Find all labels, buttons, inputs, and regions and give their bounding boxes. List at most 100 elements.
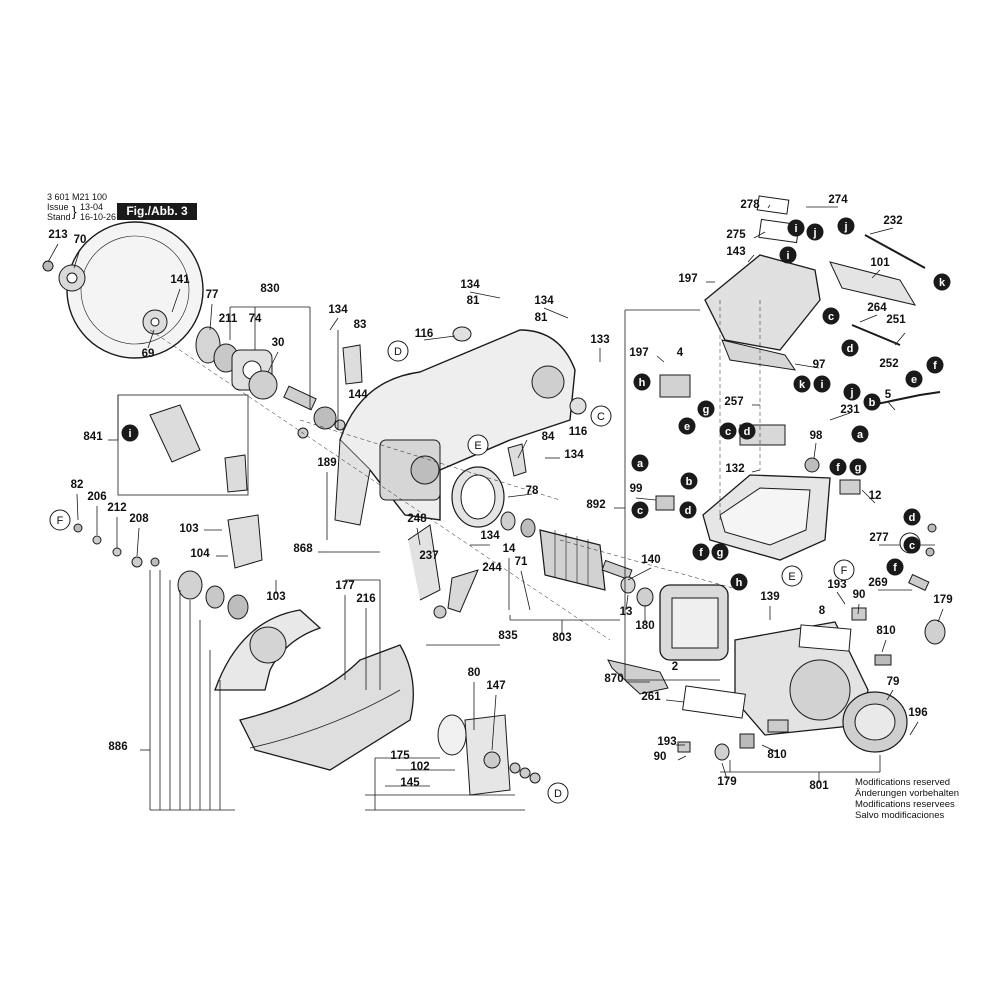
part-label-90: 90 (853, 589, 866, 601)
leader-line (469, 291, 501, 299)
part-label-179: 179 (717, 776, 736, 788)
svg-text:g: g (717, 547, 724, 559)
leader-line (909, 721, 919, 736)
leader-line (267, 351, 279, 373)
ref-circle-f: F (833, 559, 855, 581)
label-261 (682, 685, 746, 719)
leader-line (517, 439, 528, 459)
part-label-99: 99 (630, 483, 643, 495)
part-label-179: 179 (933, 594, 952, 606)
leader-line (677, 755, 687, 761)
switch-assembly-841-frame (117, 394, 249, 496)
connector-marker-i: i (779, 246, 797, 264)
connector-marker-d: d (841, 339, 859, 357)
part-label-197: 197 (678, 273, 697, 285)
part-label-810: 810 (876, 625, 895, 637)
svg-text:e: e (684, 421, 690, 433)
svg-text:j: j (843, 221, 847, 233)
connector-marker-k: k (793, 375, 811, 393)
leader-lines (47, 204, 944, 811)
part-label-104: 104 (190, 548, 210, 560)
ref-circle-d: D (547, 782, 569, 804)
connector-marker-f: f (926, 356, 944, 374)
part-label-134: 134 (328, 304, 348, 316)
issue-label: Issue (47, 202, 69, 212)
ref-circle-e: E (781, 565, 803, 587)
leader-line (76, 493, 79, 521)
part-label-232: 232 (883, 215, 902, 227)
leader-line (813, 442, 817, 459)
part-label-212: 212 (107, 502, 126, 514)
part-label-71: 71 (515, 556, 528, 568)
note-es: Salvo modificaciones (855, 810, 945, 821)
svg-text:i: i (128, 428, 131, 440)
part-label-841: 841 (83, 431, 103, 443)
stand-label: Stand (47, 212, 71, 222)
connector-marker-d: d (903, 508, 921, 526)
part-label-83: 83 (354, 319, 367, 331)
leader-line (761, 744, 778, 753)
part-label-277: 277 (869, 532, 888, 544)
part-180 (636, 587, 654, 607)
part-label-79: 79 (887, 676, 900, 688)
leader-line (520, 570, 531, 611)
part-label-2: 2 (672, 661, 678, 673)
connector-marker-j: j (843, 383, 861, 401)
leader-line (507, 493, 533, 498)
part-label-69: 69 (142, 348, 155, 360)
leader-line (829, 412, 851, 421)
connector-marker-f: f (829, 458, 847, 476)
part-label-208: 208 (129, 513, 149, 525)
connector-marker-b: b (863, 393, 881, 411)
part-label-132: 132 (725, 463, 744, 475)
connector-marker-g: g (711, 543, 729, 561)
connector-marker-f: f (886, 558, 904, 576)
leader-line (836, 591, 846, 605)
part-label-175: 175 (390, 750, 410, 762)
label-8 (798, 624, 852, 652)
part-label-90: 90 (654, 751, 667, 763)
part-label-264: 264 (867, 302, 887, 314)
part-label-231: 231 (840, 404, 860, 416)
leader-line (543, 307, 569, 319)
brace-glyph: } (72, 203, 77, 219)
leader-line (937, 608, 944, 623)
svg-text:k: k (799, 379, 806, 391)
svg-text:d: d (744, 426, 751, 438)
svg-text:e: e (911, 374, 917, 386)
connector-marker-g: g (697, 400, 715, 418)
leader-line (171, 288, 181, 313)
part-label-82: 82 (71, 479, 84, 491)
leader-line (894, 332, 906, 346)
connector-marker-b: b (680, 472, 698, 490)
svg-text:d: d (685, 505, 692, 517)
part-label-13: 13 (620, 606, 633, 618)
ref-circle-d: D (387, 340, 409, 362)
part-98 (804, 457, 820, 473)
part-label-134: 134 (534, 295, 554, 307)
svg-text:c: c (725, 426, 731, 438)
part-label-803: 803 (552, 632, 571, 644)
leader-line (747, 254, 755, 263)
svg-text:j: j (849, 387, 853, 399)
part-label-145: 145 (400, 777, 420, 789)
leader-line (871, 269, 881, 279)
svg-text:h: h (736, 577, 743, 589)
connector-marker-c: c (719, 422, 737, 440)
note-fr: Modifications reservees (855, 799, 955, 810)
alignment-dash-line (299, 419, 561, 501)
part-label-5: 5 (885, 389, 892, 401)
svg-text:b: b (686, 476, 693, 488)
part-label-251: 251 (886, 314, 906, 326)
part-label-134: 134 (564, 449, 584, 461)
part-label-134: 134 (480, 530, 500, 542)
leader-line (881, 639, 887, 653)
connector-marker-i: i (813, 375, 831, 393)
svg-text:g: g (703, 404, 710, 416)
part-label-14: 14 (503, 543, 516, 555)
housing-bearing-seat (379, 439, 441, 501)
part-label-892: 892 (586, 499, 605, 511)
part-label-84: 84 (542, 431, 555, 443)
part-label-116: 116 (415, 328, 434, 340)
